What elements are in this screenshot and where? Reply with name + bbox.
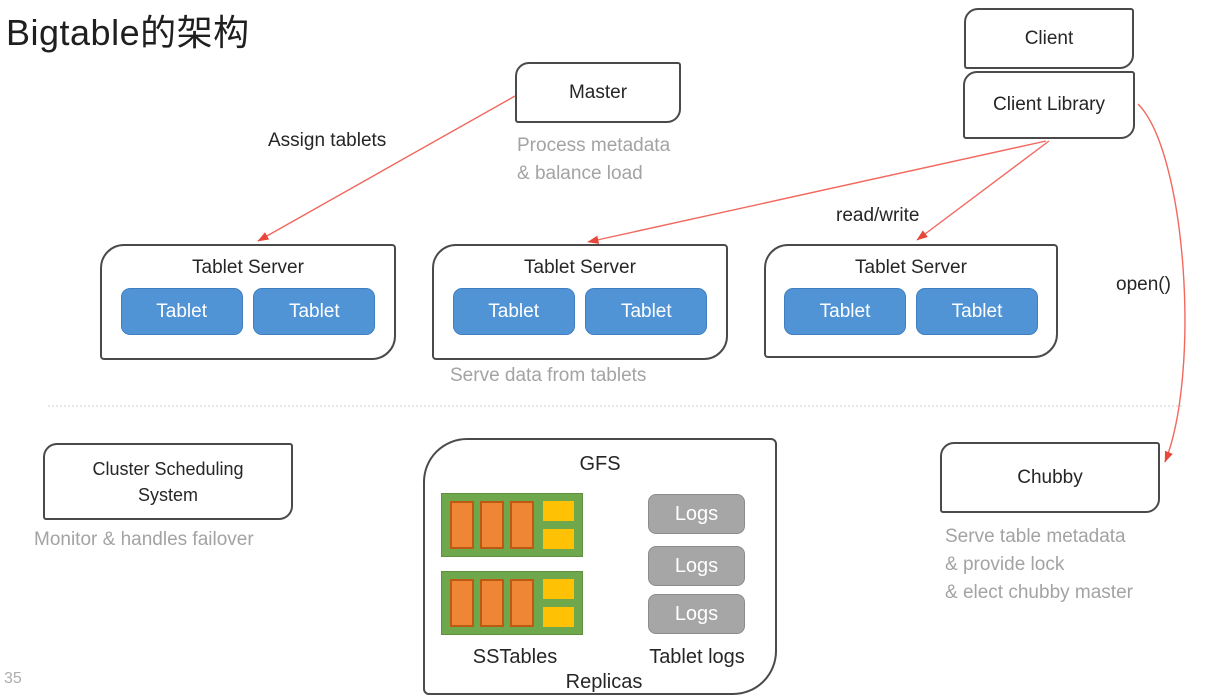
tablet-server-1-label: Tablet Server [192,257,304,278]
sstable-graphic [441,493,583,557]
logs-chip: Logs [648,594,745,634]
tablet-chip: Tablet [452,288,575,335]
sstable-graphic [441,571,583,635]
sstable-segment [510,501,534,549]
tablet-server-3: Tablet Server Tablet Tablet [764,244,1058,358]
cluster-scheduling-label: Cluster Scheduling System [92,458,244,505]
cluster-scheduling-node: Cluster Scheduling System [43,443,293,520]
tablet-chip: Tablet [916,288,1038,335]
tablet-row: Tablet Tablet [102,288,394,335]
assign-tablets-label: Assign tablets [268,130,387,151]
sstable-segment [450,501,474,549]
tablet-chip: Tablet [585,288,708,335]
sstable-segment [450,579,474,627]
tablet-chip: Tablet [120,288,243,335]
logs-chip: Logs [648,546,745,586]
cluster-scheduling-caption: Monitor & handles failover [34,529,254,550]
page-number: 35 [4,670,22,687]
sstables-label: SSTables [472,646,558,668]
master-caption: Process metadata & balance load [517,135,671,184]
arrow-master-to-server1 [257,95,516,242]
client-node: Client [964,8,1134,69]
client-library-label: Client Library [993,94,1105,115]
tablet-logs-label: Tablet logs [649,646,745,668]
tablet-row: Tablet Tablet [434,288,726,335]
arrow-client-to-server3 [916,140,1050,241]
sstable-segment [480,501,504,549]
client-library-node: Client Library [963,71,1135,139]
tablet-server-3-label: Tablet Server [855,257,967,278]
logs-chip: Logs [648,494,745,534]
master-label: Master [568,81,628,103]
page-title: Bigtable的架构 [6,12,250,53]
gfs-node: GFS Logs Logs Logs SSTables Tablet logs … [423,438,777,695]
gfs-label: GFS [579,453,621,475]
sstable-segment [510,579,534,627]
sstable-index-block [543,501,574,521]
tablet-server-1: Tablet Server Tablet Tablet [100,244,396,360]
tablet-row: Tablet Tablet [766,288,1056,335]
sstable-index-block [543,607,574,627]
sstable-index-block [543,529,574,549]
tablet-server-2-caption: Serve data from tablets [450,365,647,386]
open-label: open() [1116,274,1171,295]
master-node: Master [515,62,681,123]
sstable-index-column [543,501,574,549]
sstable-segment [480,579,504,627]
client-label: Client [1024,27,1074,49]
read-write-label: read/write [836,205,920,226]
chubby-node: Chubby [940,442,1160,513]
tablet-chip: Tablet [784,288,906,335]
tablet-server-2: Tablet Server Tablet Tablet [432,244,728,360]
replicas-label: Replicas [565,671,643,693]
chubby-label: Chubby [1017,466,1083,488]
sstable-index-column [543,579,574,627]
tablet-server-2-label: Tablet Server [524,257,636,278]
sstable-index-block [543,579,574,599]
chubby-caption: Serve table metadata & provide lock & el… [945,526,1133,603]
tablet-chip: Tablet [253,288,376,335]
